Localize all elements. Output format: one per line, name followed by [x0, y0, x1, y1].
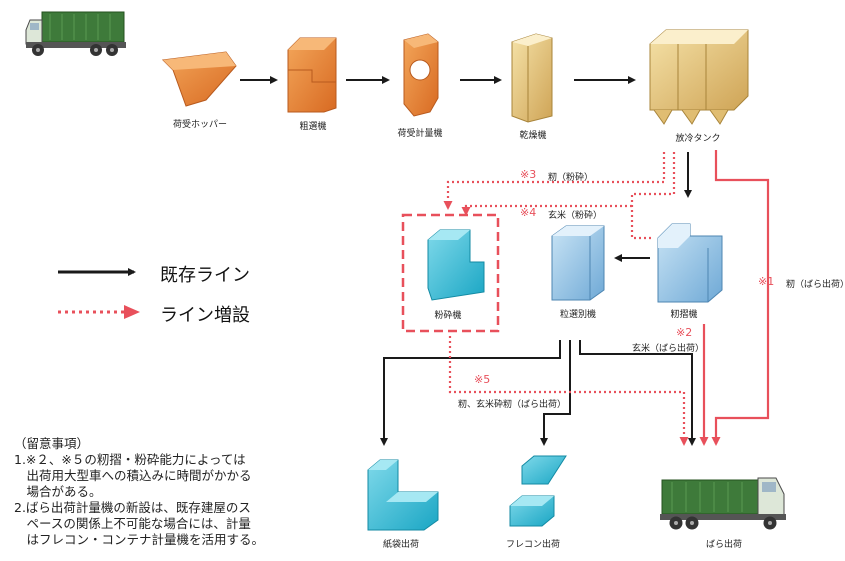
- note-2-text: 玄米（ばら出荷）: [632, 344, 705, 354]
- cooling-tank-icon: [649, 29, 749, 125]
- note-5-mark: ※5: [474, 373, 491, 386]
- added-line-dotted: [443, 152, 689, 446]
- remarks-title: （留意事項）: [14, 436, 90, 451]
- crusher-highlight-box: [401, 213, 500, 333]
- label-flecon: フレコン出荷: [505, 540, 561, 550]
- label-husker: 籾摺機: [670, 310, 698, 320]
- crusher-icon: [427, 229, 485, 301]
- remarks-block: （留意事項） 1.※２、※５の籾摺・粉砕能力によっては 出荷用大型車への積込みに…: [14, 436, 264, 548]
- note-3-text: 籾（粉砕）: [548, 173, 594, 183]
- label-crusher: 粉砕機: [434, 311, 462, 321]
- paper-bag-shipping-icon: [367, 459, 439, 531]
- note-1-text: 籾（ばら出荷）: [786, 280, 845, 290]
- receiving-scale-icon: [403, 33, 439, 117]
- label-paper-bag: 紙袋出荷: [382, 540, 420, 550]
- label-cooling-tank: 放冷タンク: [675, 134, 721, 144]
- label-grader: 粒選別機: [559, 310, 597, 320]
- label-bulk: ばら出荷: [705, 540, 743, 550]
- outgoing-truck-icon: [660, 477, 786, 530]
- legend-added-line: [58, 305, 140, 319]
- dryer-icon: [511, 33, 553, 123]
- label-precleaner: 粗選機: [299, 122, 327, 132]
- note-1-mark: ※1: [758, 275, 775, 288]
- husker-icon: [657, 223, 723, 303]
- remarks-line: 2.ばら出荷計量機の新設は、既存建屋のス: [14, 500, 251, 515]
- legend-added-label: ライン増設: [160, 305, 250, 326]
- note-4-text: 玄米（粉砕）: [548, 211, 603, 221]
- legend-existing-label: 既存ライン: [160, 265, 250, 286]
- label-dryer: 乾燥機: [519, 131, 547, 141]
- note-2-mark: ※2: [676, 326, 693, 339]
- hopper-icon: [161, 51, 237, 107]
- label-receiving-scale: 荷受計量機: [397, 129, 443, 139]
- note-4-mark: ※4: [520, 206, 537, 219]
- remarks-line: 出荷用大型車への積込みに時間がかかる: [14, 468, 252, 483]
- existing-line-arrows: [240, 76, 696, 446]
- incoming-truck-icon: [25, 11, 126, 56]
- note-3-mark: ※3: [520, 168, 537, 181]
- remarks-line: はフレコン・コンテナ計量機を活用する。: [14, 532, 265, 547]
- flecon-shipping-icon: [509, 455, 567, 527]
- added-line-solid: [699, 150, 770, 446]
- remarks-line: ペースの関係上不可能な場合には、計量: [14, 516, 251, 531]
- precleaner-icon: [287, 37, 337, 113]
- label-hopper: 荷受ホッパー: [172, 120, 228, 130]
- grader-icon: [551, 225, 605, 301]
- note-5-text: 籾、玄米砕籾（ばら出荷）: [458, 400, 567, 410]
- remarks-line: 1.※２、※５の籾摺・粉砕能力によっては: [14, 452, 246, 467]
- remarks-line: 場合がある。: [14, 484, 102, 499]
